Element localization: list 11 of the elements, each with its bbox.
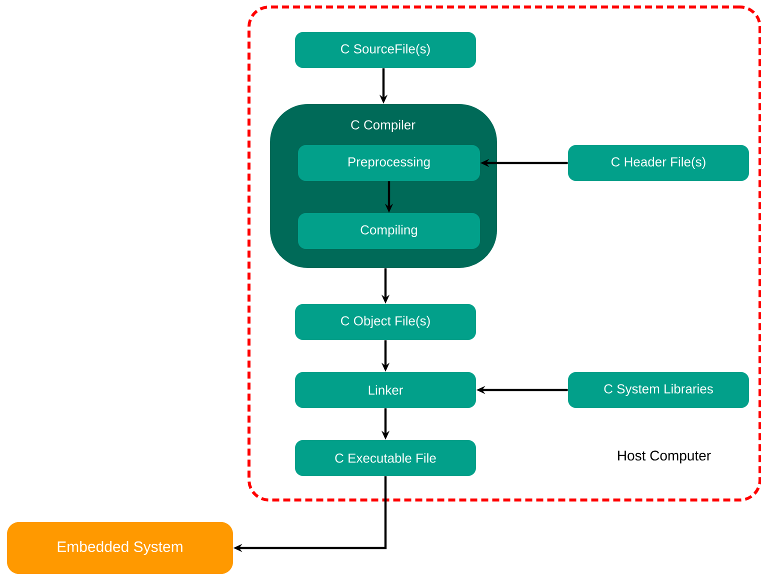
process-box: C System Libraries [568,372,749,408]
process-box: Preprocessing [298,144,480,181]
target-box: Embedded System [7,522,233,574]
process-box: C Executable File [295,440,476,476]
process-box: C SourceFile(s) [295,32,476,68]
group-title: C Compiler [351,120,416,132]
process-box: Compiling [298,213,480,249]
process-box: Linker [295,372,476,408]
process-box: C Object File(s) [295,304,476,340]
host-label: Host Computer [618,450,711,464]
process-box: C Header File(s) [568,144,749,181]
